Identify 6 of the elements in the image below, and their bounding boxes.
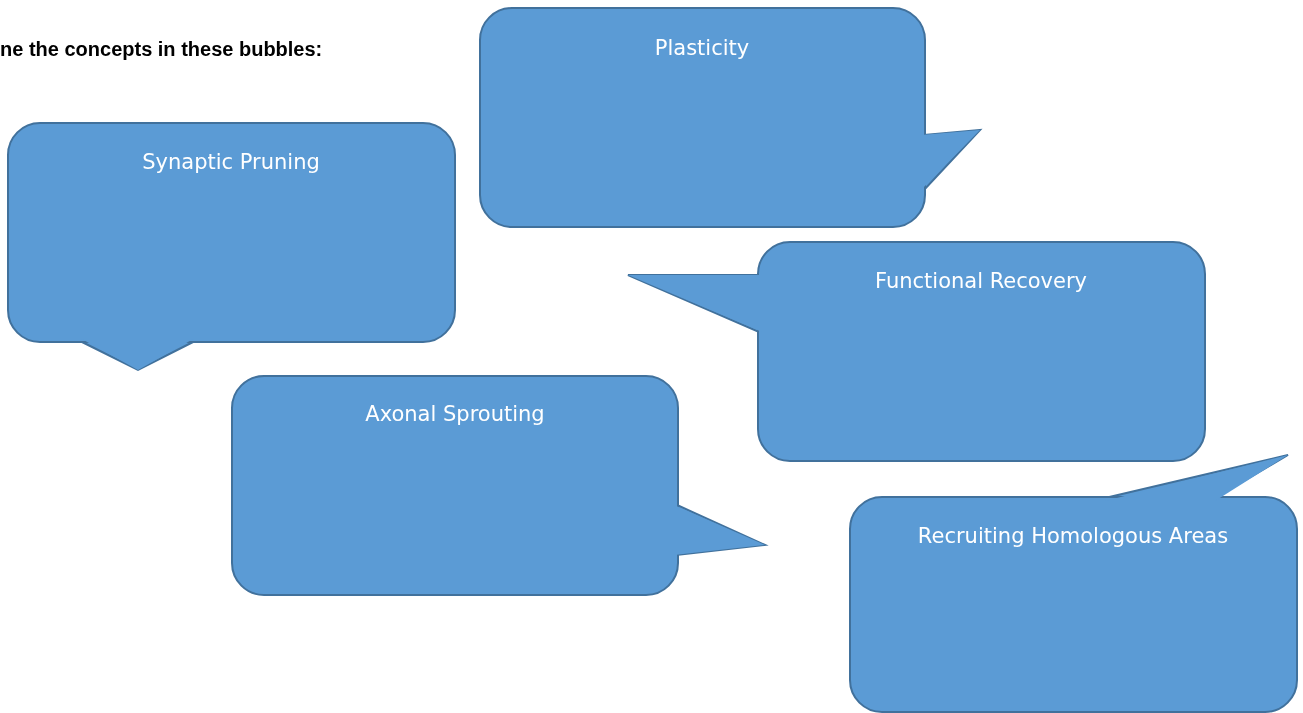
- bubble-label: Axonal Sprouting: [365, 402, 545, 426]
- bubble-label: Synaptic Pruning: [142, 150, 320, 174]
- bubble-label: Functional Recovery: [874, 269, 1088, 293]
- bubble-label: Recruiting Homologous Areas: [917, 524, 1229, 548]
- bubble-label: Plasticity: [654, 36, 750, 60]
- heading: ne the concepts in these bubbles:: [0, 38, 323, 61]
